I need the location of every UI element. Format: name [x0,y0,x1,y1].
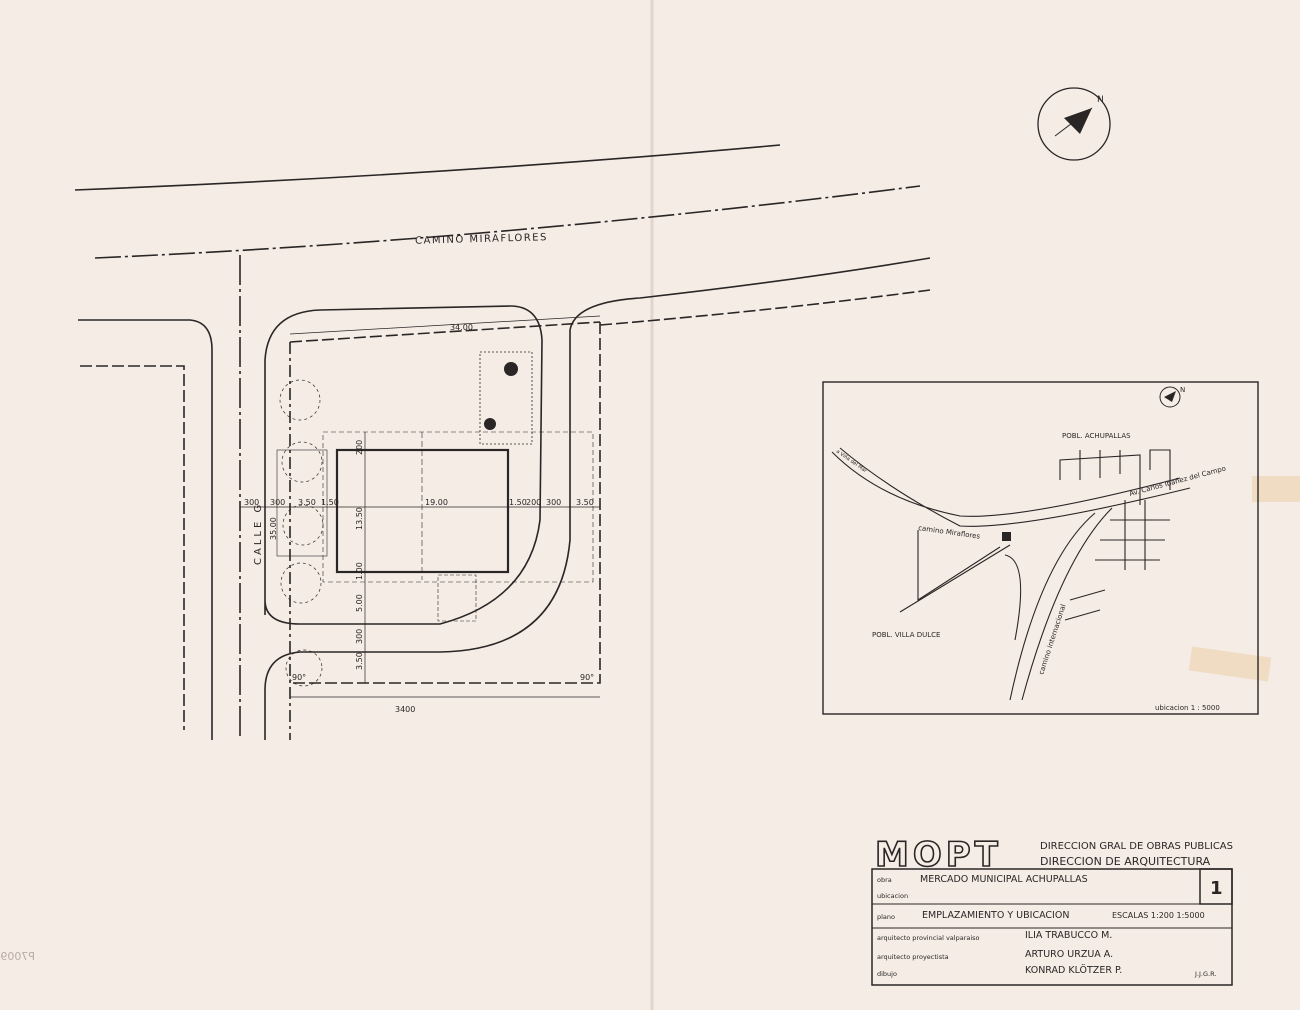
dim-label: 3.50 [298,498,316,507]
dim-label: 19.00 [425,498,448,507]
dim-label: 200 [355,440,364,455]
arq-proy-label: arquitecto proyectista [877,953,949,961]
org-line-2: DIRECCION DE ARQUITECTURA [1040,855,1211,868]
dim-label: 35.00 [269,517,278,540]
arq-prov-label: arquitecto provincial valparaiso [877,934,980,942]
dim-label: 300 [244,498,259,507]
plano-value: EMPLAZAMIENTO Y UBICACION [922,910,1069,921]
map-label: POBL. ACHUPALLAS [1062,432,1131,440]
dim-label: 1.00 [355,562,364,580]
angle-label: 90° [292,673,306,682]
north-arrow-icon: N [1037,87,1111,161]
building-footprint [335,448,510,574]
arq-proy-value: ARTURO URZUA A. [1025,949,1113,960]
site-location-marker [1002,532,1011,541]
dibujo-label: dibujo [877,970,897,978]
plano-label: plano [877,913,895,921]
road-label-camino-miraflores: CAMINO MIRAFLORES [415,232,548,246]
dim-label: 3.50 [576,498,594,507]
tape-mark [1188,646,1272,682]
dim-label: 3.50 [355,652,364,670]
roads [74,144,931,740]
garden-landscaping [479,351,533,445]
escalas: ESCALAS 1:200 1:5000 [1112,911,1205,920]
map-label: POBL. VILLA DULCE [872,631,940,639]
map-label: camino internacional [1037,603,1067,675]
tape-mark [1252,476,1300,502]
dim-label: 200 [526,498,541,507]
dim-bottom-width: 3400 [395,705,415,714]
sheet-number: 1 [1210,878,1223,899]
dim-label: 300 [270,498,285,507]
dim-label: 300 [546,498,561,507]
map-north-label: N [1180,386,1185,394]
dim-label: 300 [355,629,364,644]
org-line-1: DIRECCION GRAL DE OBRAS PUBLICAS [1040,841,1233,852]
ubicacion-label: ubicacion [877,892,908,900]
archive-stamp: P7009 [0,950,35,963]
obra-label: obra [877,876,892,884]
angle-label: 90° [580,673,594,682]
dim-label: 1.50 [509,498,527,507]
arq-prov-value: ILIA TRABUCCO M. [1025,930,1112,941]
map-scale-label: ubicacion 1 : 5000 [1155,704,1220,712]
dim-label: 13.50 [355,507,364,530]
map-label: a Viña del Mar [835,449,869,475]
map-label: Av. Carlos Ibañez del Campo [1128,464,1226,498]
tree-icons [279,379,324,687]
obra-value: MERCADO MUNICIPAL ACHUPALLAS [920,874,1088,885]
initials: J.J.G.R. [1194,970,1216,978]
dibujo-value: KONRAD KLÖTZER P. [1025,965,1122,976]
title-block: MOPT DIRECCION GRAL DE OBRAS PUBLICAS DI… [871,834,1233,986]
road-label-calle-g: CALLE G [253,502,264,565]
north-label: N [1097,95,1104,105]
dim-label: 5.00 [355,594,364,612]
dim-label: 1.50 [321,498,339,507]
dim-top-width: 34.00 [450,323,473,332]
